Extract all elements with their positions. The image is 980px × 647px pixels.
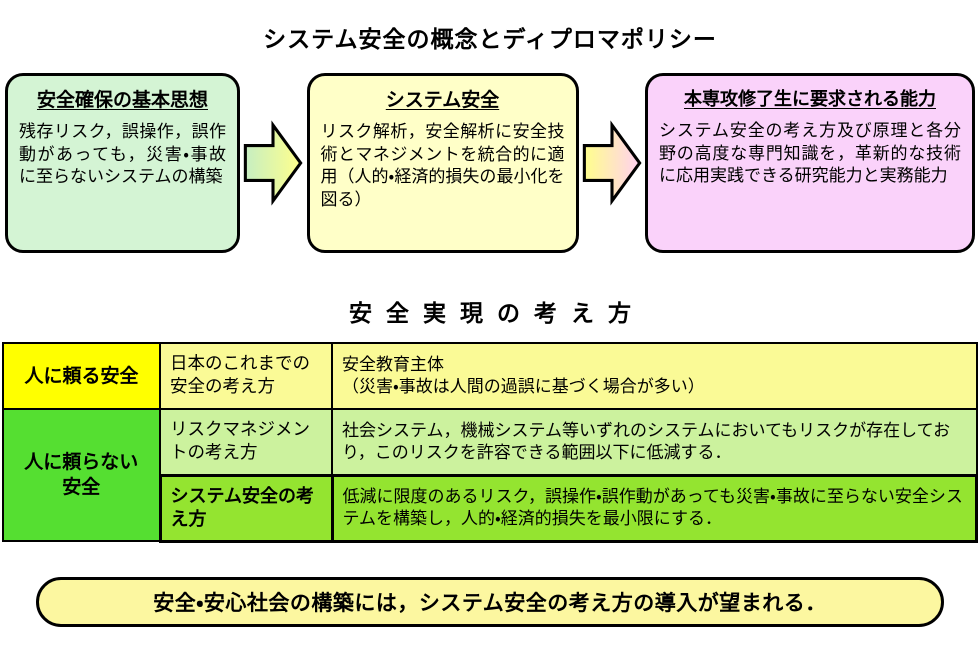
description-cell: 社会システム，機械システム等いずれのシステムにおいてもリスクが存在しており，この… <box>331 408 978 476</box>
right-arrow-icon <box>244 120 303 206</box>
flow-box-body: システム安全の考え方及び原理と各分野の高度な専門知識を，革新的な技術に応用実践で… <box>659 121 961 187</box>
approach-cell: リスクマネジメントの考え方 <box>159 408 333 476</box>
flow-box-body: リスク解析，安全解析に安全技術とマネジメントを統合的に適用（人的・経済的損失の最… <box>320 122 565 210</box>
flow-box-graduate-ability: 本専攻修了生に要求される能力 システム安全の考え方及び原理と各分野の高度な専門知… <box>645 73 975 253</box>
table-row: システム安全の考え方 低減に限度のあるリスク，誤操作・誤作動があっても災害・事故… <box>3 473 978 543</box>
row-label-human-independent: 人に頼らない 安全 <box>2 408 161 542</box>
table-row: 人に頼る安全 日本のこれまでの安全の考え方 安全教育主体 （災害・事故は人間の過… <box>2 342 978 410</box>
row-label-human-dependent: 人に頼る安全 <box>2 342 161 410</box>
safety-approach-table: 人に頼る安全 日本のこれまでの安全の考え方 安全教育主体 （災害・事故は人間の過… <box>2 342 978 543</box>
section-heading: 安全実現の考え方 <box>349 301 645 327</box>
conclusion-banner: 安全・安心社会の構築には，システム安全の考え方の導入が望まれる． <box>36 576 944 627</box>
flow-arrow-yellow-pink <box>579 120 646 206</box>
flow-box-system-safety: システム安全 リスク解析，安全解析に安全技術とマネジメントを統合的に適用（人的・… <box>306 73 579 253</box>
concept-flow: 安全確保の基本思想 残存リスク，誤操作，誤作動があっても，災害・事故に至らないシ… <box>5 72 975 254</box>
conclusion-text: 安全・安心社会の構築には，システム安全の考え方の導入が望まれる． <box>153 590 827 615</box>
approach-cell-system-safety: システム安全の考え方 <box>158 473 334 543</box>
flow-arrow-green-yellow <box>240 120 307 206</box>
flow-box-title: 安全確保の基本思想 <box>36 89 208 111</box>
flow-box-body: 残存リスク，誤操作，誤作動があっても，災害・事故に至らないシステムの構築 <box>19 122 226 188</box>
page-title: システム安全の概念とディプロマポリシー <box>263 27 717 53</box>
flow-box-basic-philosophy: 安全確保の基本思想 残存リスク，誤操作，誤作動があっても，災害・事故に至らないシ… <box>5 73 240 253</box>
approach-cell: 日本のこれまでの安全の考え方 <box>159 342 333 410</box>
table-row: 人に頼らない 安全 リスクマネジメントの考え方 社会システム，機械システム等いず… <box>2 408 978 542</box>
description-cell: 安全教育主体 （災害・事故は人間の過誤に基づく場合が多い） <box>331 342 978 410</box>
flow-box-title: システム安全 <box>385 89 500 111</box>
flow-box-title: 本専攻修了生に要求される能力 <box>684 89 936 110</box>
description-cell: 低減に限度のあるリスク，誤操作・誤作動があっても災害・事故に至らない安全システム… <box>330 473 978 543</box>
right-arrow-icon <box>582 120 642 206</box>
